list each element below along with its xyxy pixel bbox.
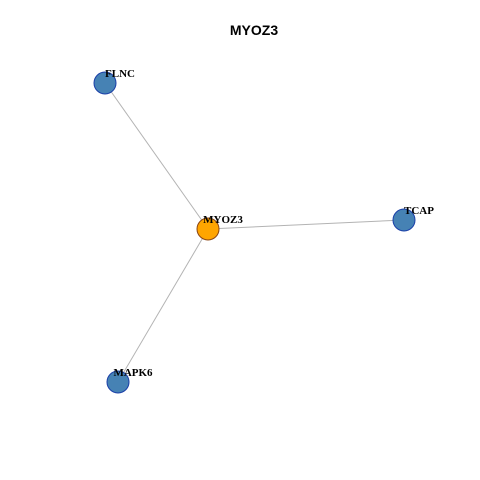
- label-layer: MYOZ3 FLNC TCAP MAPK6: [105, 68, 434, 379]
- edge-myoz3-tcap: [207, 219, 405, 230]
- node-label-tcap: TCAP: [404, 205, 434, 217]
- edge-myoz3-flnc: [104, 82, 209, 230]
- node-label-mapk6: MAPK6: [113, 367, 153, 379]
- edge-myoz3-mapk6: [117, 228, 209, 383]
- node-tcap[interactable]: [392, 208, 416, 232]
- node-mapk6[interactable]: [106, 370, 130, 394]
- node-flnc[interactable]: [93, 71, 117, 95]
- node-myoz3[interactable]: [196, 217, 220, 241]
- node-layer: [93, 71, 416, 394]
- diagram-title: MYOZ3: [230, 22, 278, 38]
- edge-layer: [104, 82, 405, 383]
- node-label-myoz3: MYOZ3: [203, 214, 243, 226]
- node-label-flnc: FLNC: [105, 68, 135, 80]
